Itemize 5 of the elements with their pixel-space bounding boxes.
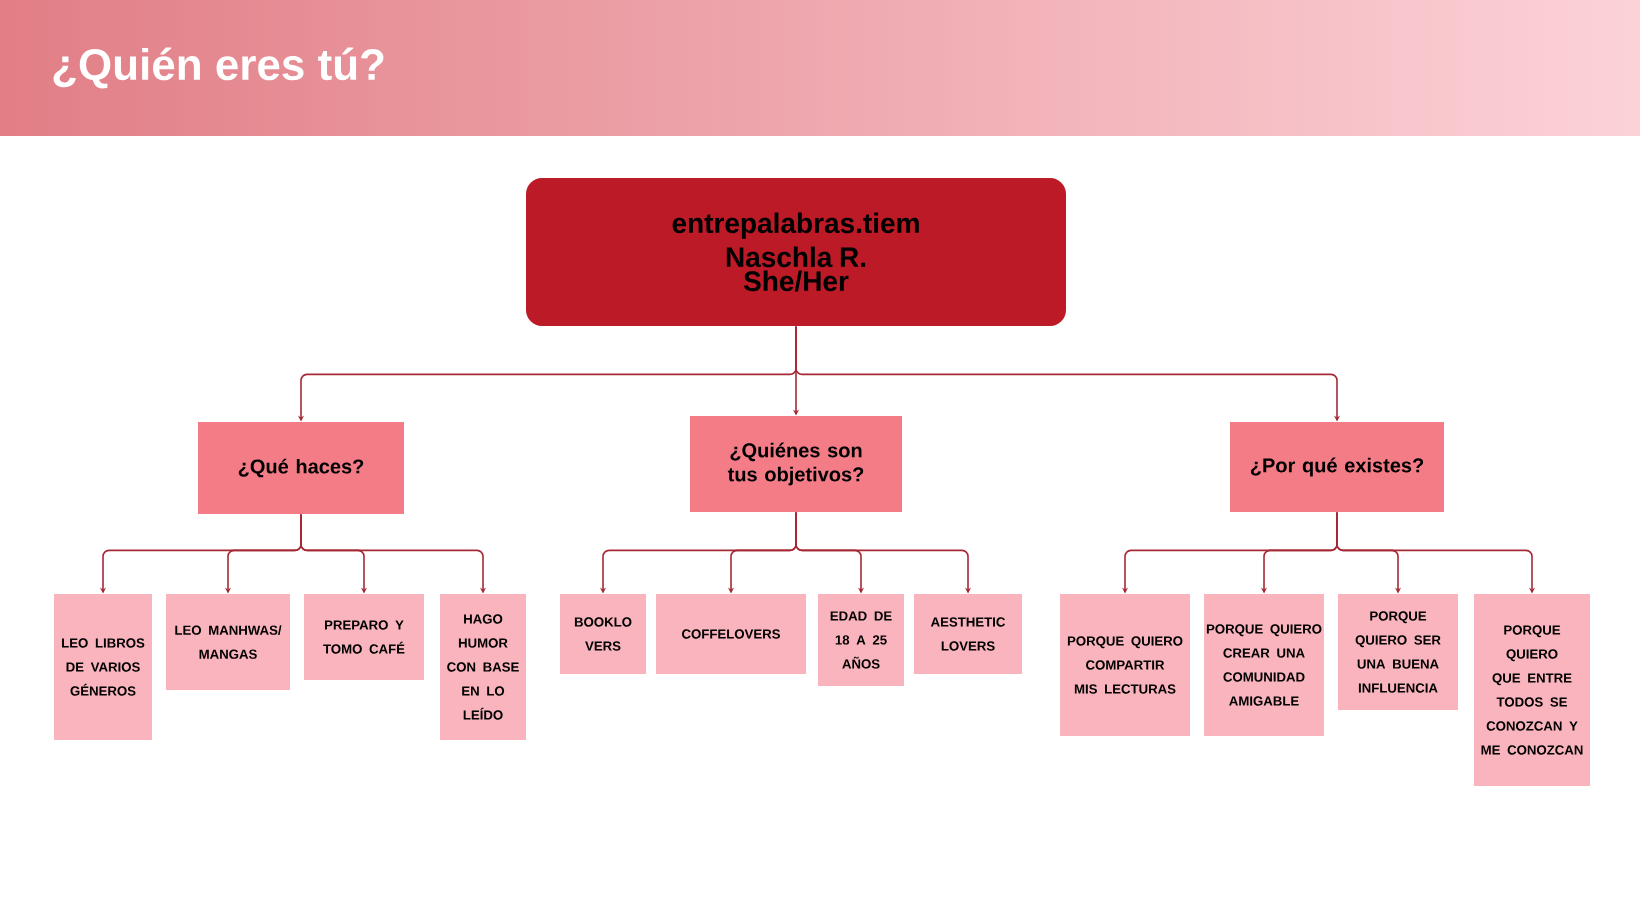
category-box: ¿Quiénes son tus objetivos? <box>690 416 902 512</box>
title: ¿Quién eres tú? <box>53 47 384 89</box>
process-box: entrepalabras.tiem Naschla R. She/Her <box>526 178 1066 326</box>
category-box: ¿Qué haces? <box>198 422 404 514</box>
category-box: ¿Por qué existes? <box>1230 422 1444 512</box>
